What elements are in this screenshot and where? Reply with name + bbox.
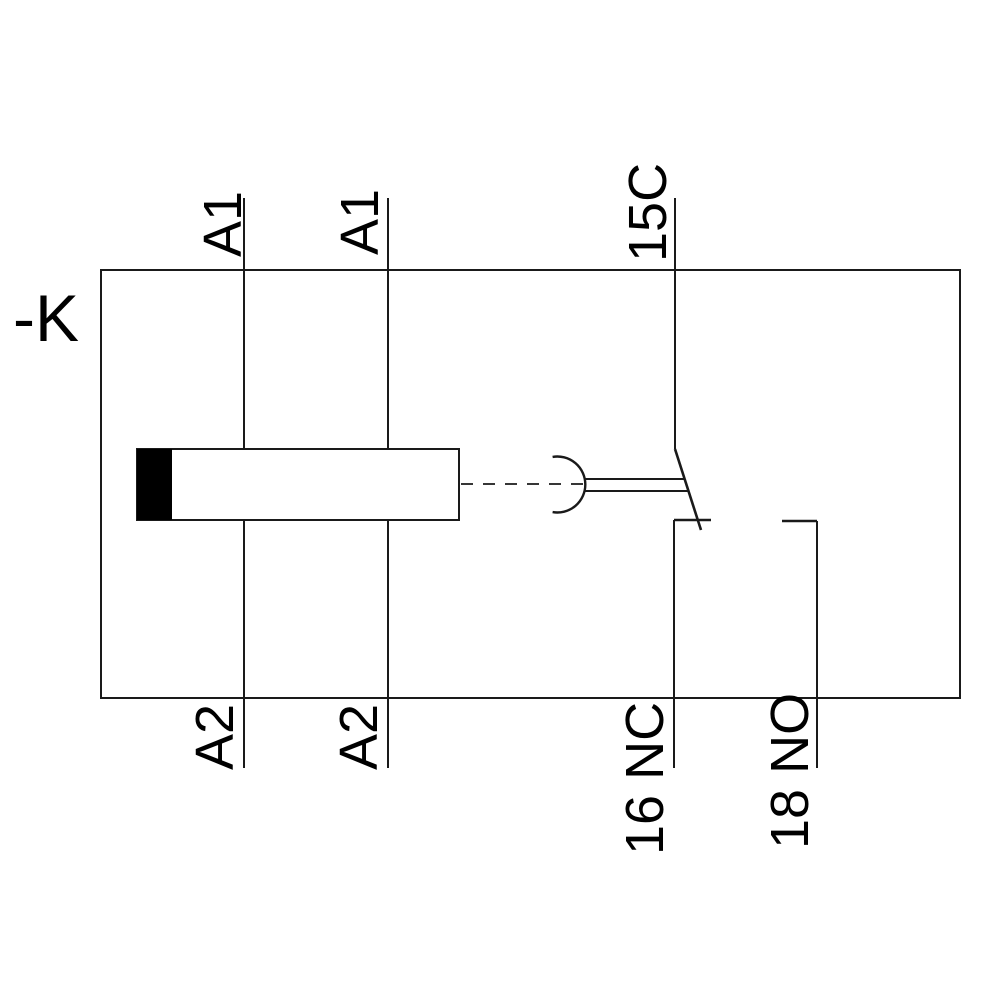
label-a1-left: A1 [193, 191, 253, 257]
label-a2-left: A2 [185, 704, 245, 770]
actuator-fork-arc [552, 455, 587, 514]
label-18no: 18 NO [760, 693, 820, 849]
device-outline [100, 269, 961, 699]
label-15c: 15C [618, 163, 678, 262]
coil-marker [137, 449, 172, 520]
label-a1-right: A1 [330, 189, 390, 255]
wiring-lines [100, 198, 961, 768]
labels: -K A1 A1 15C A2 A2 16 NC 18 NO [13, 163, 820, 855]
label-16nc: 16 NC [615, 702, 675, 855]
device-label: -K [13, 281, 79, 355]
movable-contact-blade [673, 448, 703, 531]
label-a2-right: A2 [329, 704, 389, 770]
